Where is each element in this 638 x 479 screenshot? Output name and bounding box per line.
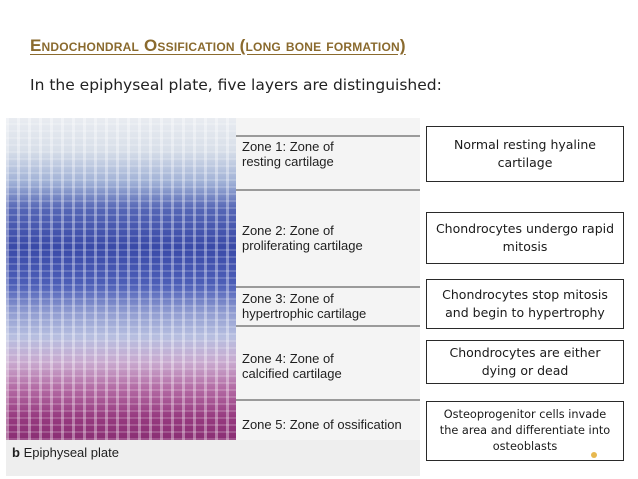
zone-5-label: Zone 5: Zone of ossification [242,417,402,432]
zone-2-label: Zone 2: Zone of proliferating cartilage [242,223,363,253]
zone-divider [236,325,420,327]
slide-title: Endochondral Ossification (long bone for… [30,36,406,55]
caption-bar [6,440,420,476]
accent-dot [591,452,597,458]
description-box-zone-2: Chondrocytes undergo rapid mitosis [426,212,624,264]
zone-divider [236,399,420,401]
zone-3-label: Zone 3: Zone of hypertrophic cartilage [242,291,367,321]
figure-caption: b Epiphyseal plate [12,445,119,460]
zone-divider [236,286,420,288]
description-box-zone-1: Normal resting hyaline cartilage [426,126,624,182]
epiphyseal-plate-figure: Zone 1: Zone of resting cartilage Zone 2… [6,118,420,476]
description-box-zone-5: Osteoprogenitor cells invade the area an… [426,401,624,461]
zone-4-label: Zone 4: Zone of calcified cartilage [242,351,342,381]
zone-divider [236,189,420,191]
zone-divider [236,135,420,137]
micrograph-image [6,118,236,440]
zone-1-label: Zone 1: Zone of resting cartilage [242,139,334,169]
slide-subtitle: In the epiphyseal plate, five layers are… [30,76,442,94]
description-box-zone-3: Chondrocytes stop mitosis and begin to h… [426,279,624,329]
description-box-zone-4: Chondrocytes are either dying or dead [426,340,624,384]
